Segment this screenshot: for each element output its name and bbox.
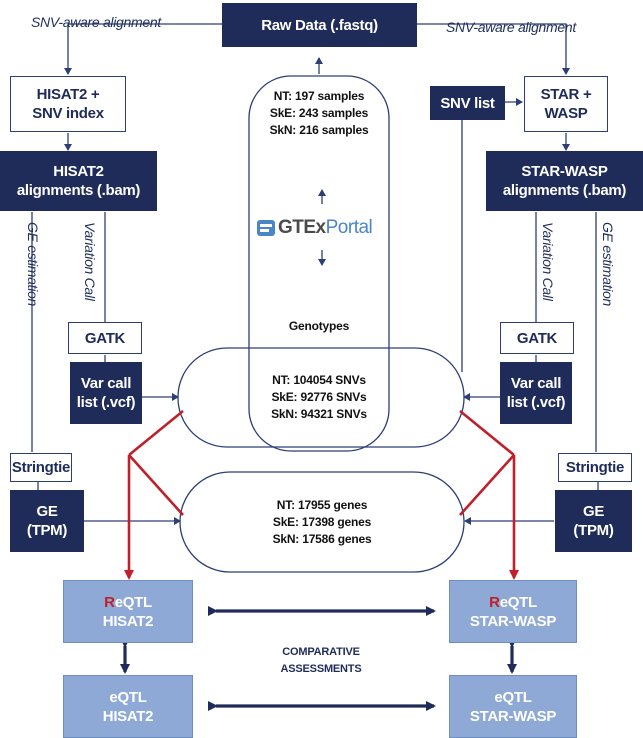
var-call-left-line2: list (.vcf) (76, 394, 136, 411)
eqtl-hisat2-line2: HISAT2 (102, 707, 154, 725)
reqtl-hisat2-rest: eQTL (114, 593, 152, 611)
ge-left-line2: (TPM) (26, 522, 68, 539)
gtex-logo-icon (257, 220, 275, 236)
var-call-right-line2: list (.vcf) (506, 394, 566, 411)
star-wasp-alignments-box: STAR-WASP alignments (.bam) (486, 151, 643, 211)
hisat2-alignments-line1: HISAT2 (53, 163, 104, 180)
var-call-right-box: Var call list (.vcf) (500, 362, 572, 424)
genotypes-label: Genotypes (288, 319, 350, 333)
hisat2-index-line2: SNV index (32, 105, 104, 122)
eqtl-hisat2-box: eQTL HISAT2 (63, 675, 193, 738)
sample-counts: NT: 197 samples SkE: 243 samples SkN: 21… (249, 88, 389, 139)
eqtl-star-wasp-line1: eQTL (494, 688, 532, 706)
reqtl-star-wasp-r: R (489, 593, 500, 611)
snv-list-label: SNV list (440, 94, 495, 112)
comparative-line2: ASSESSMENTS (280, 663, 362, 675)
star-wasp-line1: STAR + (540, 86, 592, 103)
hisat2-alignments-box: HISAT2 alignments (.bam) (0, 151, 157, 211)
hisat2-index-line1: HISAT2 + (36, 86, 100, 103)
reqtl-hisat2-title: ReQTL (104, 593, 152, 612)
snv-count-ske: SkE: 92776 SNVs (271, 390, 367, 404)
reqtl-star-wasp-rest: eQTL (499, 593, 537, 611)
star-wasp-box: STAR + WASP (524, 76, 608, 132)
stringtie-left-label: Stringtie (11, 459, 71, 476)
gatk-left-box: GATK (68, 322, 142, 354)
gtex-logo-gt: GTEx (278, 217, 326, 238)
snv-aware-right-label: SNV-aware alignment (446, 19, 576, 35)
gatk-right-label: GATK (516, 329, 558, 347)
snv-count-skn: SkN: 94321 SNVs (271, 407, 367, 421)
ge-estimation-left-label: GE estimation (25, 222, 41, 307)
ge-right-line2: (TPM) (573, 522, 614, 539)
reqtl-star-wasp-sub: STAR-WASP (469, 612, 557, 630)
snv-aware-left-label: SNV-aware alignment (31, 14, 161, 30)
stringtie-right-label: Stringtie (565, 459, 625, 476)
gatk-left-label: GATK (84, 329, 126, 347)
eqtl-star-wasp-line2: STAR-WASP (469, 707, 557, 725)
ge-estimation-right-label: GE estimation (600, 222, 616, 307)
stringtie-right-box: Stringtie (558, 453, 632, 482)
gtex-portal-logo: GTEx Portal (257, 216, 392, 240)
reqtl-hisat2-box: ReQTL HISAT2 (63, 580, 193, 643)
ge-left-box: GE (TPM) (10, 490, 84, 552)
sample-count-ske: SkE: 243 samples (269, 106, 369, 120)
stringtie-left-box: Stringtie (10, 453, 72, 482)
raw-data-box: Raw Data (.fastq) (222, 3, 417, 47)
gene-count-skn: SkN: 17586 genes (272, 532, 372, 546)
variation-call-right-label: Variation Call (540, 222, 556, 301)
reqtl-star-wasp-box: ReQTL STAR-WASP (449, 580, 577, 643)
gtex-logo-portal: Portal (325, 217, 373, 238)
gene-counts: NT: 17955 genes SkE: 17398 genes SkN: 17… (249, 497, 395, 548)
ge-right-box: GE (TPM) (555, 490, 632, 552)
ge-right-line1: GE (582, 503, 605, 520)
hisat2-alignments-line2: alignments (.bam) (16, 182, 141, 199)
star-wasp-line2: WASP (544, 105, 588, 122)
snv-counts: NT: 104054 SNVs SkE: 92776 SNVs SkN: 943… (249, 372, 389, 423)
sample-count-nt: NT: 197 samples (273, 89, 365, 103)
var-call-right-line1: Var call (510, 375, 562, 392)
gene-count-ske: SkE: 17398 genes (272, 515, 372, 529)
star-wasp-alignments-line1: STAR-WASP (521, 163, 608, 180)
comparative-assessments-label: COMPARATIVE ASSESSMENTS (246, 644, 396, 678)
var-call-left-box: Var call list (.vcf) (70, 362, 142, 424)
eqtl-star-wasp-box: eQTL STAR-WASP (449, 675, 577, 738)
snv-count-nt: NT: 104054 SNVs (272, 373, 366, 387)
star-wasp-alignments-line2: alignments (.bam) (502, 182, 627, 199)
comparative-line1: COMPARATIVE (282, 646, 360, 658)
gene-count-nt: NT: 17955 genes (276, 498, 368, 512)
gatk-right-box: GATK (500, 322, 574, 354)
ge-left-line1: GE (36, 503, 58, 520)
raw-data-label: Raw Data (.fastq) (261, 16, 378, 34)
reqtl-hisat2-r: R (104, 593, 115, 611)
reqtl-star-wasp-title: ReQTL (489, 593, 537, 612)
eqtl-hisat2-line1: eQTL (109, 688, 147, 706)
sample-count-skn: SkN: 216 samples (269, 123, 369, 137)
var-call-left-line1: Var call (80, 375, 132, 392)
variation-call-left-label: Variation Call (82, 222, 98, 301)
snv-list-box: SNV list (430, 86, 505, 120)
reqtl-hisat2-sub: HISAT2 (102, 612, 154, 630)
hisat2-index-box: HISAT2 + SNV index (10, 76, 126, 132)
